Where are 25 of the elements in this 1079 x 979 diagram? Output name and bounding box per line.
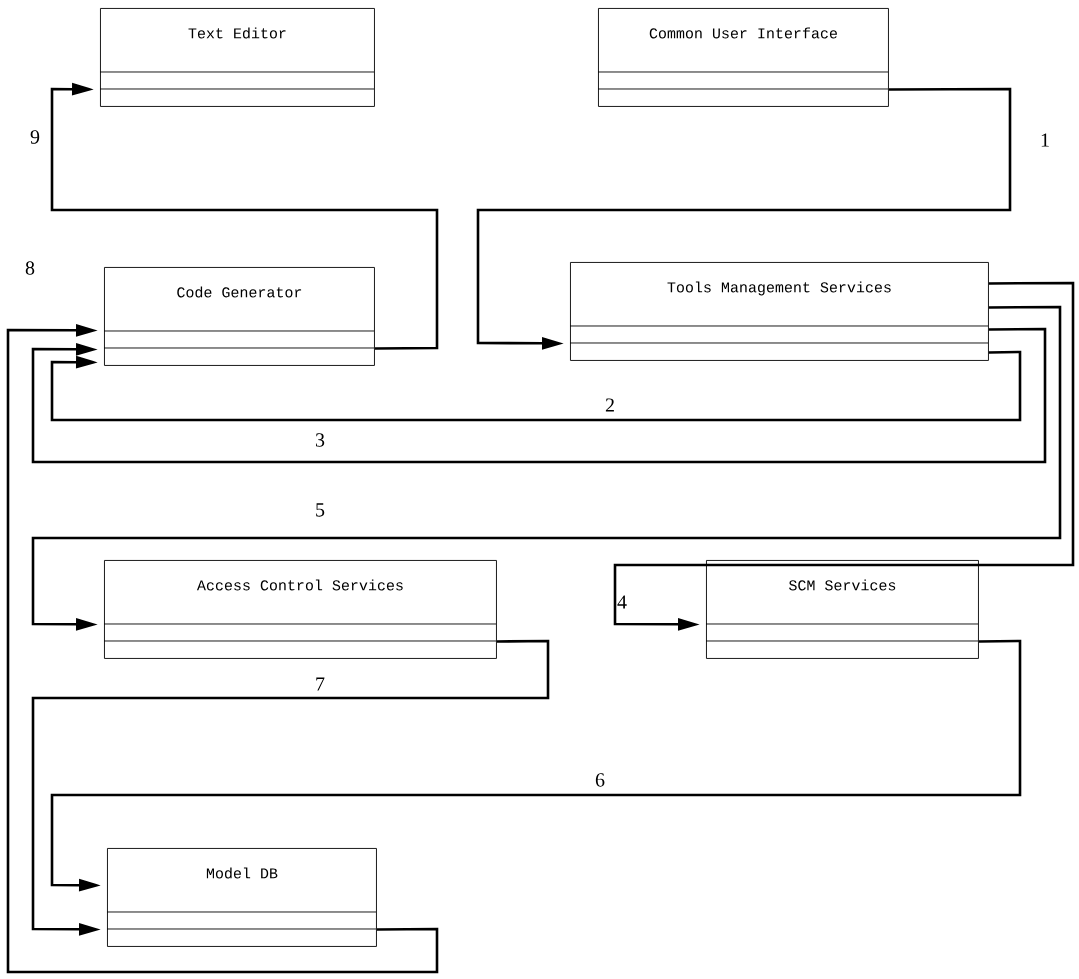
arrow bbox=[613, 281, 1075, 631]
edge-label: 4 bbox=[617, 595, 627, 609]
class-box: SCM Services bbox=[705, 560, 979, 659]
edge-label: 5 bbox=[316, 503, 325, 517]
arrow bbox=[31, 639, 550, 936]
edge-label: 7 bbox=[316, 677, 325, 691]
edge-label: 3 bbox=[315, 433, 325, 447]
arrow bbox=[50, 350, 1022, 422]
class-box: Tools Management Services bbox=[569, 262, 989, 361]
class-box: Model DB bbox=[106, 848, 377, 947]
arrow bbox=[50, 82, 439, 350]
arrow bbox=[6, 323, 439, 974]
class-box: Common User Interface bbox=[597, 8, 889, 107]
arrow bbox=[31, 305, 1062, 631]
edge-label: 8 bbox=[25, 261, 35, 275]
edge-label: 2 bbox=[605, 398, 614, 412]
edge-label: 1 bbox=[1041, 133, 1049, 147]
arrow bbox=[50, 639, 1022, 892]
class-box: Text Editor bbox=[99, 8, 375, 107]
arrow bbox=[31, 327, 1047, 464]
edge-label: 6 bbox=[595, 773, 605, 787]
class-box: Code Generator bbox=[103, 267, 375, 366]
class-box: Access Control Services bbox=[103, 560, 497, 659]
edge-label: 9 bbox=[30, 130, 40, 144]
arrow bbox=[476, 87, 1012, 350]
